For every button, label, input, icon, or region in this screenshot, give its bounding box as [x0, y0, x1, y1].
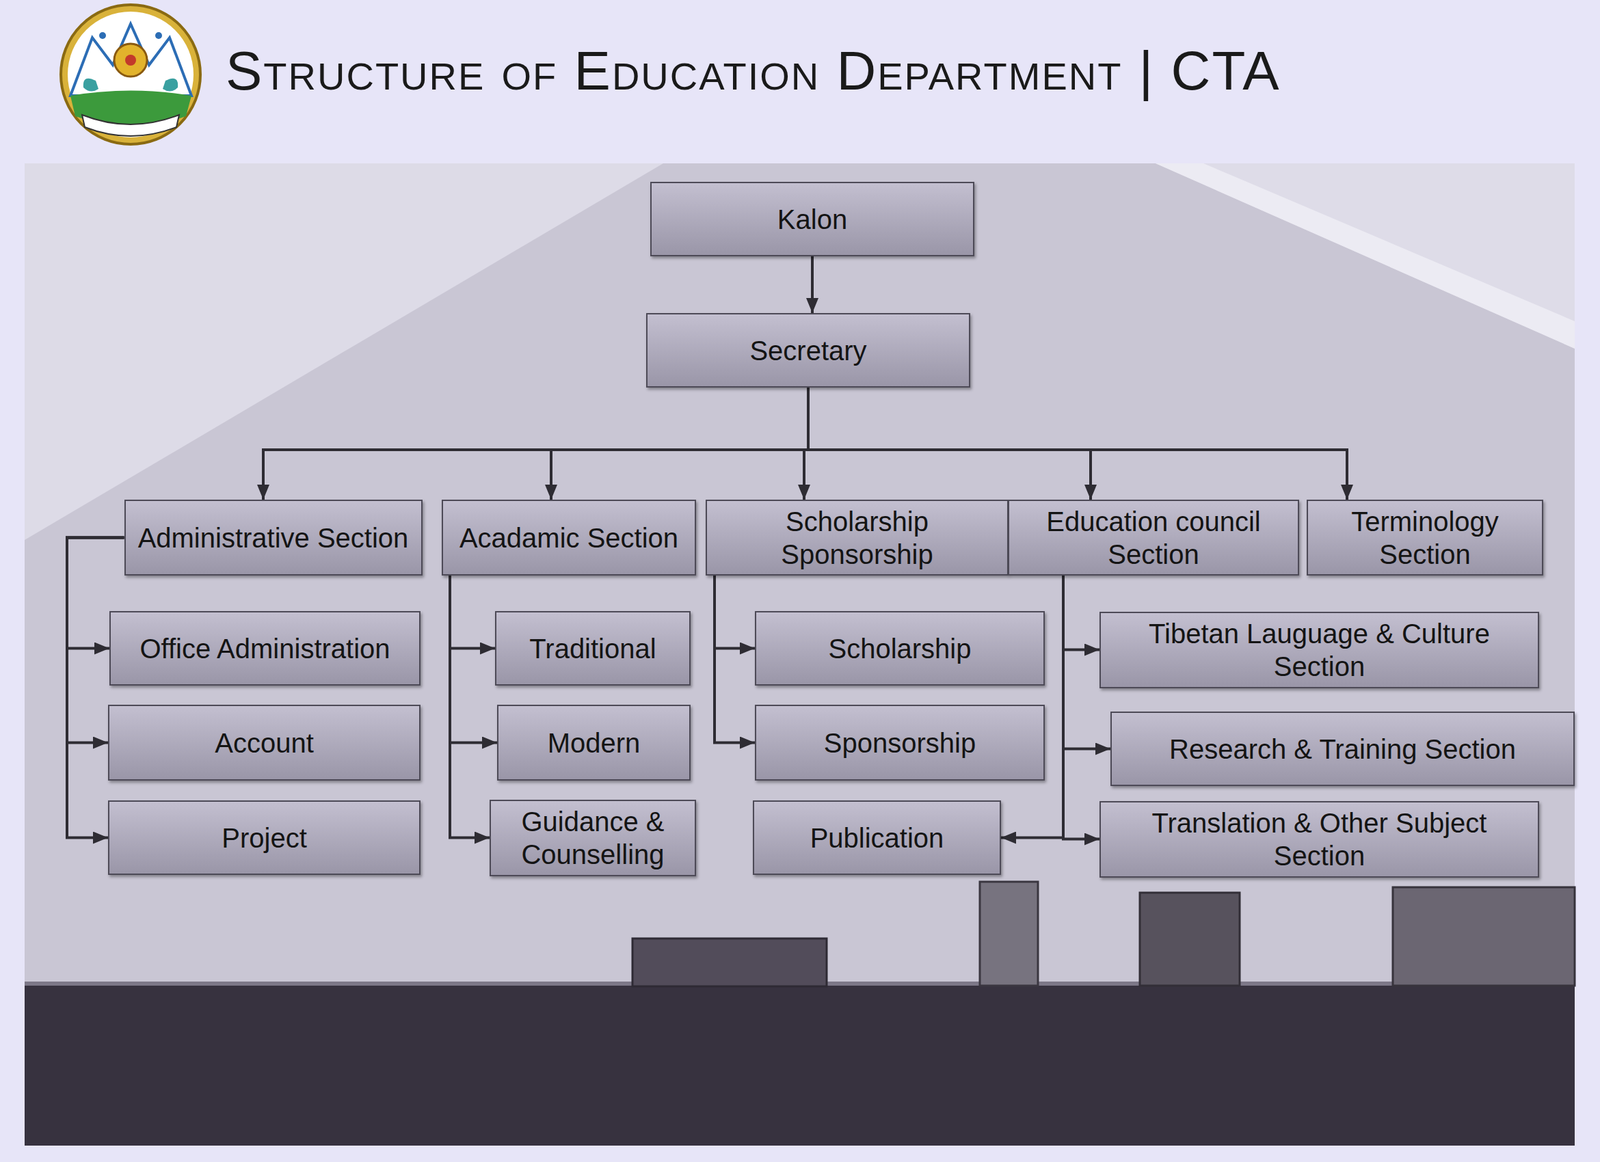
- light-diagonal: [24, 163, 664, 541]
- box-label: Modern: [540, 726, 648, 760]
- connector-arrow: [808, 387, 1091, 500]
- section-box: Scholarship Sponsorship: [705, 499, 1009, 576]
- box-label: Administrative Section: [131, 521, 416, 555]
- connector-arrow: [1063, 575, 1100, 651]
- box-label: Education council Section: [1009, 505, 1298, 571]
- unit-box: Sponsorship: [754, 704, 1045, 781]
- section-box: Acadamic Section: [441, 499, 697, 576]
- connector-arrow: [449, 575, 496, 649]
- connector-arrow: [551, 387, 809, 500]
- head-box: Kalon: [650, 181, 975, 257]
- box-label: Translation & Other Subject Section: [1100, 806, 1538, 873]
- unit-box: Research & Training Section: [1110, 711, 1575, 787]
- connector-arrow: [449, 575, 490, 839]
- unit-box: Project: [108, 800, 421, 876]
- dark-band: [24, 984, 1575, 1146]
- page-title: Structure of Education Department | CTA: [225, 39, 1281, 103]
- photo-ground: [24, 163, 1575, 1146]
- section-box: Terminology Section: [1306, 499, 1544, 576]
- connector-arrow: [1063, 575, 1100, 840]
- object-cylinder: [1139, 892, 1240, 986]
- object-cylinder: [979, 882, 1038, 986]
- secretary-box: Secretary: [646, 313, 971, 388]
- unit-box: Tibetan Lauguage & Culture Section: [1099, 611, 1540, 689]
- box-label: Scholarship Sponsorship: [707, 505, 1008, 571]
- unit-box: Office Administration: [109, 611, 421, 686]
- light-streak: [1155, 163, 1575, 349]
- connector-arrow: [808, 387, 1348, 500]
- unit-box: Account: [108, 704, 421, 781]
- section-box: Administrative Section: [124, 499, 423, 576]
- unit-box: Publication: [752, 800, 1002, 876]
- object-box: [632, 938, 827, 987]
- box-label: Research & Training Section: [1162, 732, 1523, 766]
- box-label: Office Administration: [132, 632, 397, 666]
- unit-box: Scholarship: [754, 611, 1045, 686]
- connector-arrow: [449, 575, 498, 744]
- light-diagonal: [1155, 163, 1575, 349]
- box-label: Acadamic Section: [452, 521, 686, 555]
- unit-box: Guidance & Counselling: [489, 800, 697, 877]
- connector-arrow: [263, 387, 809, 500]
- emblem: [60, 4, 201, 145]
- connector-arrow: [67, 538, 125, 839]
- unit-box: Modern: [497, 704, 691, 781]
- box-label: Guidance & Counselling: [490, 805, 695, 872]
- connector-arrow: [810, 256, 814, 314]
- section-box: Education council Section: [1007, 499, 1300, 576]
- box-label: Kalon: [770, 203, 855, 236]
- box-label: Project: [214, 821, 314, 855]
- box-label: Terminology Section: [1308, 505, 1542, 571]
- connector-arrow: [714, 575, 755, 649]
- unit-box: Translation & Other Subject Section: [1099, 801, 1540, 878]
- box-label: Publication: [803, 821, 952, 855]
- box-label: Tibetan Lauguage & Culture Section: [1100, 617, 1538, 684]
- object-cylinder: [1392, 887, 1575, 986]
- box-label: Traditional: [522, 632, 663, 666]
- box-label: Secretary: [742, 334, 874, 368]
- connector-arrow: [714, 575, 755, 744]
- box-label: Sponsorship: [817, 726, 983, 760]
- box-label: Account: [207, 726, 321, 760]
- unit-box: Traditional: [495, 611, 691, 686]
- box-label: Scholarship: [821, 632, 978, 666]
